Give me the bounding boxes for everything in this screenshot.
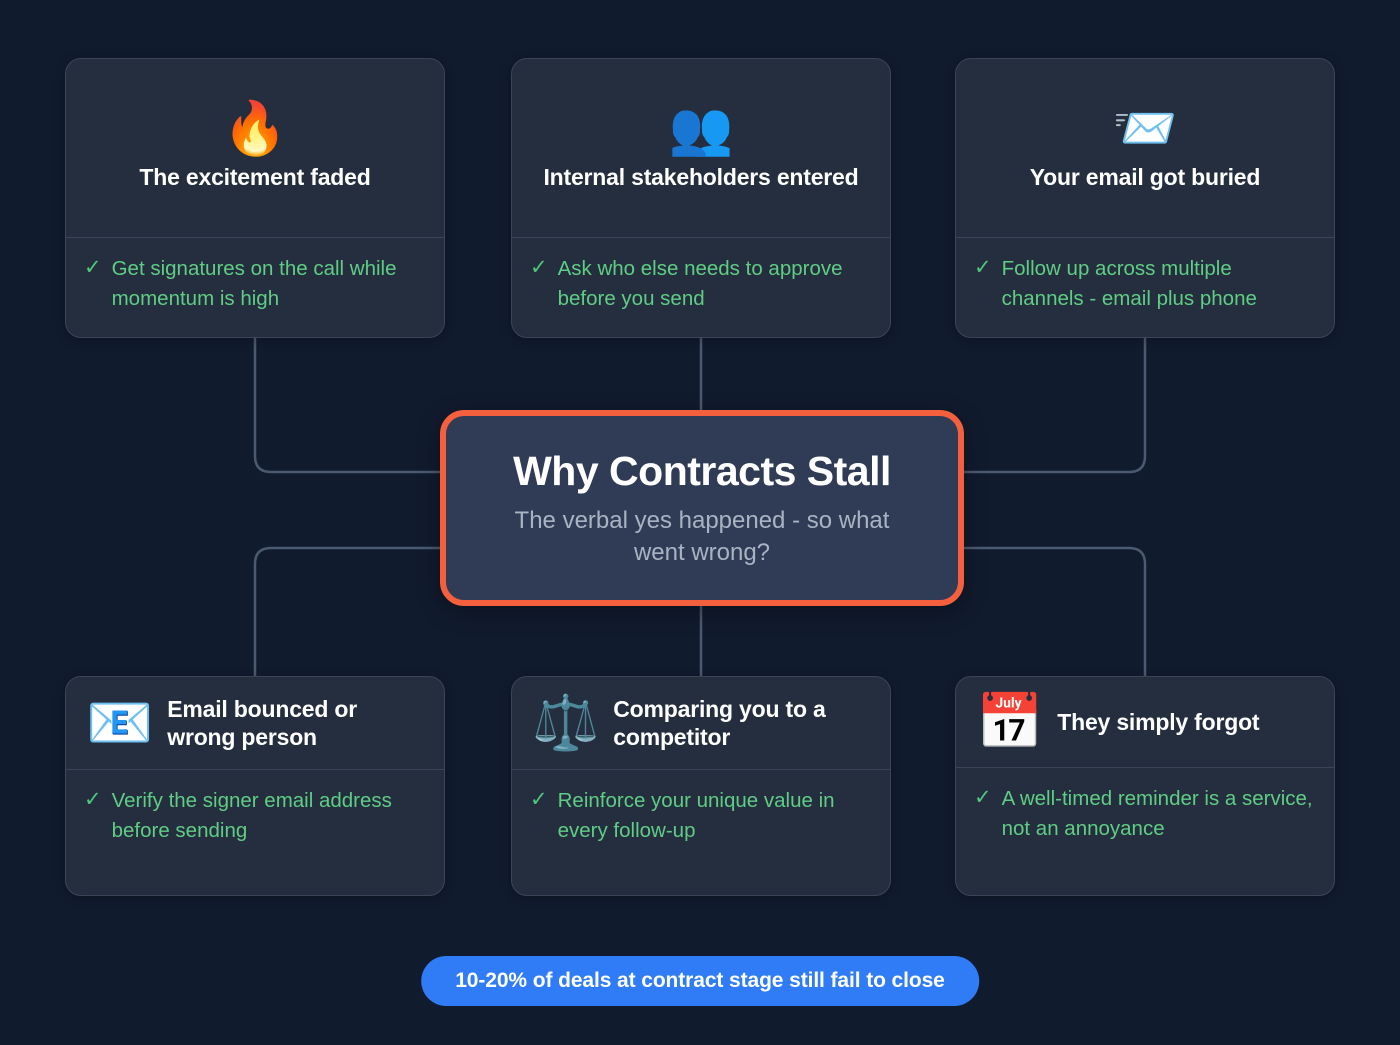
check-icon: ✓ (974, 785, 992, 809)
card-internal-stakeholders-entered[interactable]: 👥 Internal stakeholders entered ✓ Ask wh… (511, 58, 891, 338)
people-group-icon: 👥 (668, 98, 734, 159)
card-header: 📧 Email bounced or wrong person (66, 677, 444, 769)
connector-forgot (964, 546, 1147, 676)
center-subtitle: The verbal yes happened - so what went w… (514, 506, 890, 566)
card-title: They simply forgot (1057, 708, 1260, 735)
card-header: 📨 Your email got buried (956, 59, 1334, 237)
card-they-simply-forgot[interactable]: 📅 They simply forgot ✓ A well-timed remi… (955, 676, 1335, 896)
card-tip-row: ✓ Get signatures on the call while momen… (66, 237, 444, 331)
check-icon: ✓ (974, 255, 992, 279)
card-header: ⚖️ Comparing you to a competitor (512, 677, 890, 769)
card-header: 📅 They simply forgot (956, 677, 1334, 767)
cross-mark-envelope-icon: 📧 (86, 691, 154, 755)
connector-bounced (253, 546, 440, 676)
card-tip-row: ✓ Verify the signer email address before… (66, 769, 444, 863)
card-tip-text: A well-timed reminder is a service, not … (1001, 787, 1313, 840)
stat-badge: 10-20% of deals at contract stage still … (421, 956, 979, 1006)
card-tip-text: Reinforce your unique value in every fol… (557, 789, 835, 842)
card-header: 🔥 The excitement faded (66, 59, 444, 237)
card-email-bounced-or-wrong-person[interactable]: 📧 Email bounced or wrong person ✓ Verify… (65, 676, 445, 896)
card-tip-row: ✓ Reinforce your unique value in every f… (512, 769, 890, 863)
card-title: Your email got buried (1029, 163, 1261, 190)
connector-excitement (253, 338, 440, 474)
card-tip-text: Follow up across multiple channels - ema… (1001, 257, 1257, 310)
check-icon: ✓ (530, 255, 548, 279)
center-title: Why Contracts Stall (513, 447, 891, 494)
card-tip-row: ✓ Ask who else needs to approve before y… (512, 237, 890, 331)
calendar-question-icon: 📅 (976, 690, 1044, 753)
card-tip-row: ✓ A well-timed reminder is a service, no… (956, 767, 1334, 861)
check-icon: ✓ (84, 787, 102, 812)
card-the-excitement-faded[interactable]: 🔥 The excitement faded ✓ Get signatures … (65, 58, 445, 338)
check-icon: ✓ (530, 787, 548, 812)
center-node-why-contracts-stall[interactable]: Why Contracts Stall The verbal yes happe… (440, 410, 964, 606)
card-title: Email bounced or wrong person (167, 696, 358, 751)
card-title: Comparing you to a competitor (613, 696, 826, 751)
card-tip-row: ✓ Follow up across multiple channels - e… (956, 237, 1334, 331)
fire-icon: 🔥 (222, 98, 288, 159)
card-your-email-got-buried[interactable]: 📨 Your email got buried ✓ Follow up acro… (955, 58, 1335, 338)
card-header: 👥 Internal stakeholders entered (512, 59, 890, 237)
card-tip-text: Ask who else needs to approve before you… (557, 257, 843, 310)
balance-scale-icon: ⚖️ (532, 691, 600, 755)
inbox-trays-icon: 📨 (1112, 98, 1178, 159)
card-tip-text: Get signatures on the call while momentu… (111, 257, 397, 310)
card-title: The excitement faded (139, 163, 371, 190)
check-icon: ✓ (84, 255, 102, 279)
card-title: Internal stakeholders entered (543, 163, 859, 190)
card-comparing-you-to-a-competitor[interactable]: ⚖️ Comparing you to a competitor ✓ Reinf… (511, 676, 891, 896)
connector-buried (964, 338, 1147, 474)
card-tip-text: Verify the signer email address before s… (111, 789, 392, 842)
